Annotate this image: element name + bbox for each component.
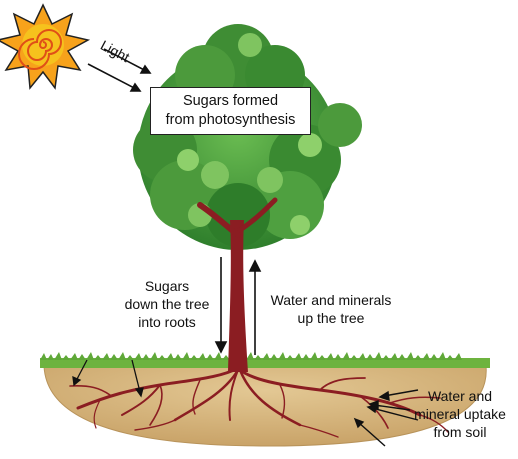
grass	[40, 352, 490, 368]
tree-canopy	[133, 24, 362, 250]
sugars-formed-line1: Sugars formed	[151, 92, 310, 111]
sugars-down-line3: into roots	[117, 313, 217, 331]
sugars-down-line2: down the tree	[117, 295, 217, 313]
water-up-line1: Water and minerals	[256, 291, 406, 309]
water-up-label: Water and minerals up the tree	[256, 291, 406, 327]
water-uptake-line1: Water and	[405, 387, 515, 405]
sugars-down-line1: Sugars	[117, 277, 217, 295]
water-uptake-line3: from soil	[405, 423, 515, 441]
water-up-line2: up the tree	[256, 309, 406, 327]
water-uptake-label: Water and mineral uptake from soil	[405, 387, 515, 441]
sugars-down-arrow	[216, 257, 226, 352]
sugars-down-label: Sugars down the tree into roots	[117, 277, 217, 331]
sugars-formed-box: Sugars formed from photosynthesis	[150, 87, 311, 135]
sun-icon	[0, 5, 88, 88]
water-uptake-line2: mineral uptake	[405, 405, 515, 423]
sugars-formed-line2: from photosynthesis	[151, 111, 310, 130]
